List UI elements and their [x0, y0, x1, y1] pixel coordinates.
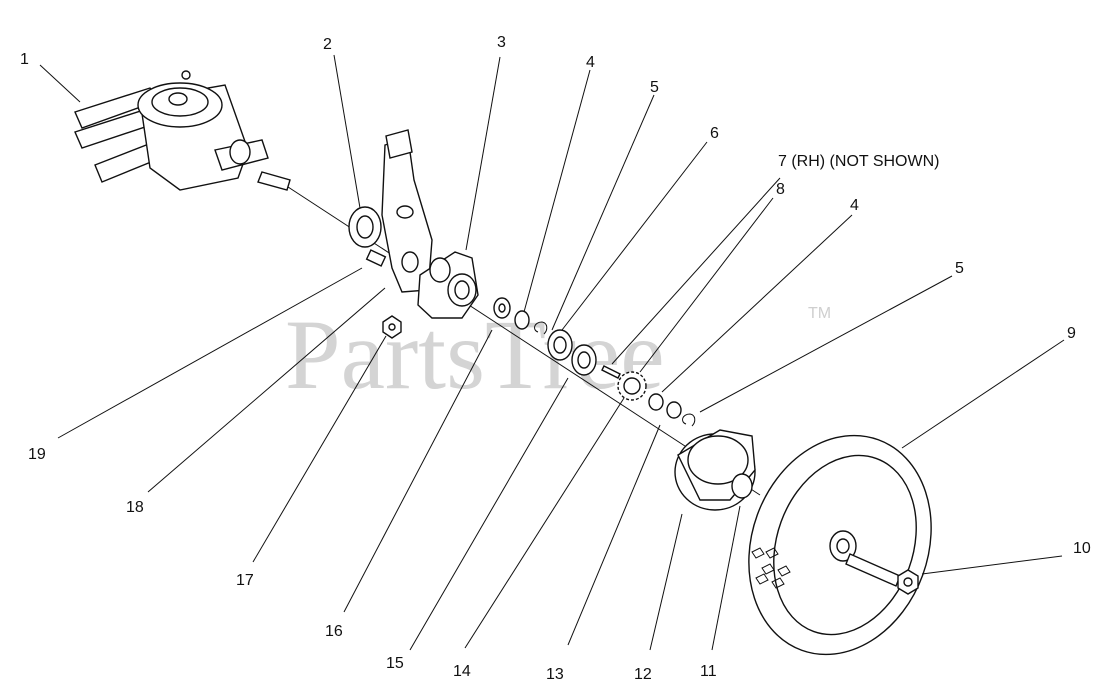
part-8-pin [601, 365, 621, 379]
callout-12: 12 [634, 666, 652, 683]
part-15-bearing [571, 344, 597, 376]
part-14-gear [617, 371, 647, 401]
callout-10: 10 [1073, 540, 1091, 557]
part-16-washer [493, 297, 511, 319]
callout-9: 9 [1067, 325, 1076, 342]
callout-1: 1 [20, 51, 29, 68]
callout-2: 2 [323, 36, 332, 53]
callout-5-second: 5 [955, 260, 964, 277]
callout-8: 8 [776, 181, 785, 198]
leader-lines [39, 54, 1065, 651]
part-2-washer [348, 206, 382, 248]
part-9-wheel [748, 434, 932, 656]
callout-19: 19 [28, 446, 46, 463]
watermark-text: PartsTree [285, 299, 665, 410]
callout-4-second: 4 [850, 197, 859, 214]
part-17-nut [382, 315, 402, 339]
callout-5: 5 [650, 79, 659, 96]
part-10-axle-bolt [845, 553, 919, 595]
part-4-washer-outer [648, 393, 664, 411]
callout-17: 17 [236, 572, 254, 589]
part-1-transmission [74, 70, 291, 191]
callout-6: 6 [710, 125, 719, 142]
callout-3: 3 [497, 34, 506, 51]
callout-15: 15 [386, 655, 404, 672]
callout-14: 14 [453, 663, 471, 680]
callout-11: 11 [700, 663, 717, 680]
callout-18: 18 [126, 499, 144, 516]
part-6-bearing [547, 329, 573, 361]
watermark-trademark: TM [808, 305, 831, 322]
callout-labels: 1 2 3 4 5 6 7 (RH) (NOT SHOWN) 8 4 5 9 1… [20, 34, 1091, 683]
callout-7: 7 (RH) (NOT SHOWN) [778, 153, 939, 170]
part-5-clip-outer [682, 413, 696, 427]
part-13-spacer [666, 401, 682, 419]
callout-13: 13 [546, 666, 564, 683]
part-4-retainer [514, 310, 530, 330]
part-3-bearing-housing [417, 251, 479, 319]
part-12-hub-cover [674, 429, 756, 511]
part-bracket [381, 129, 433, 293]
callout-16: 16 [325, 623, 343, 640]
part-5-clip [534, 321, 548, 335]
part-19-bolt [365, 249, 387, 267]
callout-4: 4 [586, 54, 595, 71]
